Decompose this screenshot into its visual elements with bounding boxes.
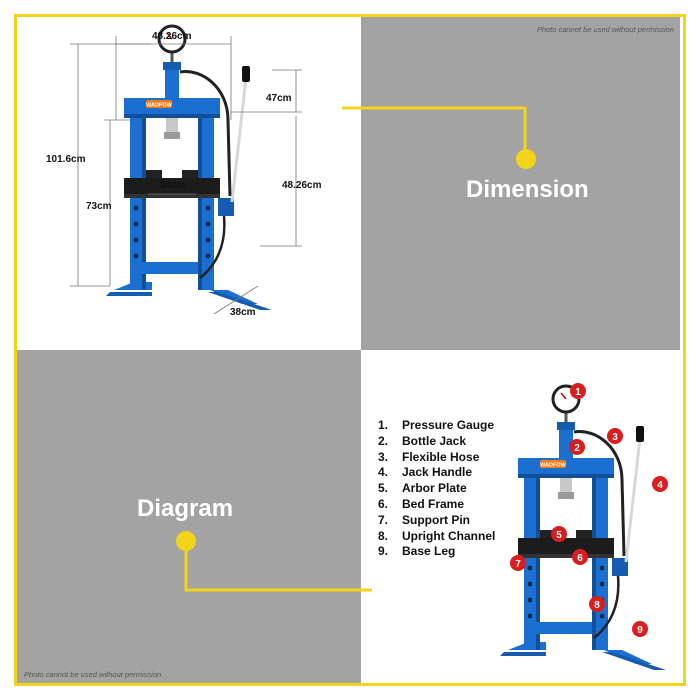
svg-text:1: 1 [575, 387, 581, 398]
part-markers: 1 2 3 4 5 6 7 8 9 [510, 383, 668, 637]
part-marker-7: 7 [510, 555, 526, 571]
diagram-connector-dot [176, 531, 196, 551]
dim-bed-height: 73cm [86, 201, 112, 212]
dim-side-height: 48.26cm [282, 180, 322, 191]
part-name: Upright Channel [402, 528, 496, 543]
connector-lines [184, 106, 527, 592]
dim-upper-gap: 47cm [266, 93, 292, 104]
svg-text:7: 7 [515, 559, 521, 570]
part-name: Bed Frame [402, 496, 465, 511]
part-marker-4: 4 [652, 476, 668, 492]
svg-text:4: 4 [657, 480, 663, 491]
part-name: Base Leg [402, 544, 456, 559]
part-number: 1. [378, 418, 389, 432]
svg-text:9: 9 [637, 625, 643, 636]
svg-text:3: 3 [612, 432, 618, 443]
list-item: 4. Jack Handle [378, 465, 495, 481]
part-marker-8: 8 [589, 596, 605, 612]
list-item: 3. Flexible Hose [378, 450, 495, 466]
dimension-heading: Dimension [466, 176, 589, 203]
dim-total-height: 101.6cm [46, 154, 86, 165]
part-marker-2: 2 [569, 439, 585, 455]
diagram-title-panel [17, 350, 361, 683]
part-marker-9: 9 [632, 621, 648, 637]
svg-text:8: 8 [594, 600, 600, 611]
dim-depth: 38cm [230, 307, 256, 318]
part-name: Pressure Gauge [402, 418, 495, 432]
part-name: Arbor Plate [402, 481, 467, 496]
svg-text:2: 2 [574, 443, 580, 454]
part-number: 7. [378, 512, 389, 527]
yellow-border-frame [14, 14, 686, 686]
part-marker-5: 5 [551, 526, 567, 542]
part-number: 6. [378, 496, 389, 511]
permission-notice-bottom: Photo cannot be used without permission [24, 670, 162, 679]
press-photo-dimension [104, 24, 274, 312]
part-name: Support Pin [402, 512, 470, 527]
svg-text:6: 6 [577, 553, 583, 564]
part-number: 4. [378, 465, 389, 480]
list-item: 1. Pressure Gauge [378, 418, 495, 434]
svg-text:5: 5 [556, 530, 562, 541]
dimension-lines [70, 36, 302, 315]
part-name: Jack Handle [402, 465, 473, 480]
part-number: 8. [378, 528, 389, 543]
part-number: 2. [378, 433, 389, 448]
list-item: 2. Bottle Jack [378, 434, 495, 450]
part-name: Bottle Jack [402, 433, 467, 448]
part-number: 5. [378, 481, 389, 496]
part-number: 9. [378, 544, 389, 559]
part-number: 3. [378, 449, 389, 464]
list-item: 6. Bed Frame [378, 497, 495, 513]
part-marker-3: 3 [607, 428, 623, 444]
dim-top-width: 48.26cm [152, 31, 192, 42]
part-marker-6: 6 [572, 549, 588, 565]
list-item: 5. Arbor Plate [378, 481, 495, 497]
dimension-title-panel [361, 17, 680, 350]
diagram-heading: Diagram [137, 495, 234, 522]
list-item: 9. Base Leg [378, 544, 495, 560]
parts-list: 1. Pressure Gauge 2. Bottle Jack 3. Flexibl… [378, 418, 495, 560]
permission-notice-top: Photo cannot be used without permission [536, 25, 674, 34]
dim-inner-width: 34cm [160, 180, 186, 191]
dimension-connector-dot [516, 149, 536, 169]
diagram-photo-panel [361, 350, 680, 683]
part-name: Flexible Hose [402, 449, 480, 464]
list-item: 8. Upright Channel [378, 529, 495, 545]
part-marker-1: 1 [570, 383, 586, 399]
list-item: 7. Support Pin [378, 513, 495, 529]
